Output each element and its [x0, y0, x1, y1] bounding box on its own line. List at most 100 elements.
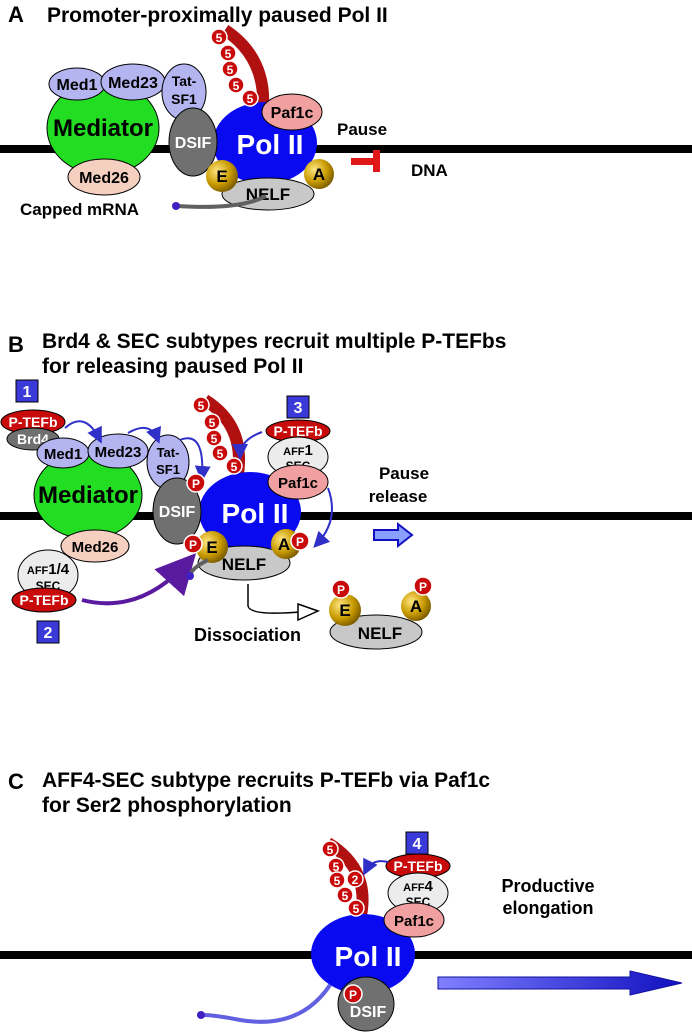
- svg-text:5: 5: [198, 399, 205, 413]
- svg-text:3: 3: [294, 400, 303, 417]
- ser-badges-c: 5 5 5 2 5 5: [321, 840, 365, 917]
- svg-text:5: 5: [334, 874, 341, 888]
- dsif-a: [168, 107, 218, 177]
- svg-text:5: 5: [342, 889, 349, 903]
- svg-text:5: 5: [247, 92, 254, 106]
- svg-text:5: 5: [217, 447, 224, 461]
- arrow-ptefb-to-ser5: [81, 553, 197, 606]
- mrna-cap-c: [197, 1011, 205, 1019]
- panel-c-title-2: for Ser2 phosphorylation: [42, 794, 292, 817]
- med26-a: [67, 158, 141, 196]
- dsif-b: [152, 477, 202, 545]
- mediator-label-a: Mediator: [53, 115, 153, 142]
- dna-line-b: [0, 512, 692, 520]
- svg-text:5: 5: [227, 63, 234, 77]
- productive-label-1: Productive: [501, 876, 594, 896]
- med23-b: [87, 433, 149, 469]
- svg-text:5: 5: [353, 902, 360, 916]
- svg-text:NELF: NELF: [222, 555, 266, 574]
- phospho-e-b: [183, 534, 203, 554]
- phospho-a-dissociated: [413, 576, 433, 596]
- phospho-dsif-c: [343, 984, 363, 1004]
- svg-text:Paf1c: Paf1c: [394, 913, 434, 930]
- dissociation-arrow-line: [247, 584, 301, 614]
- svg-text:P-TEFb: P-TEFb: [20, 592, 69, 608]
- arrow-ptefb-ser5-b: [232, 431, 263, 460]
- svg-text:2: 2: [44, 625, 53, 642]
- svg-text:2: 2: [352, 873, 359, 887]
- svg-text:AFF1: AFF1: [283, 442, 313, 459]
- svg-text:Tat-: Tat-: [157, 445, 180, 460]
- svg-text:5: 5: [209, 416, 216, 430]
- arrow-ptefb-ser2-c: [363, 857, 389, 876]
- med26-b: [60, 529, 130, 563]
- svg-text:1: 1: [23, 384, 32, 401]
- svg-text:E: E: [206, 538, 217, 557]
- svg-text:DSIF: DSIF: [159, 504, 196, 521]
- svg-text:5: 5: [233, 79, 240, 93]
- svg-text:5: 5: [211, 432, 218, 446]
- ser5-badge: [241, 89, 259, 107]
- svg-text:AFF4: AFF4: [403, 878, 433, 895]
- dsif-label-a: DSIF: [175, 135, 212, 152]
- panel-b-title-1: Brd4 & SEC subtypes recruit multiple P-T…: [42, 330, 506, 353]
- phospho-a-b: [290, 531, 310, 551]
- step-box-3: [286, 395, 310, 419]
- svg-text:DSIF: DSIF: [350, 1004, 387, 1021]
- pause-release-label-2: release: [369, 487, 428, 506]
- panel-c-letter: C: [8, 769, 24, 794]
- svg-text:5: 5: [216, 31, 223, 45]
- svg-text:P: P: [349, 988, 357, 1002]
- pol2-label-a: Pol II: [237, 129, 304, 160]
- pol2-c: [311, 914, 415, 994]
- svg-text:A: A: [278, 535, 290, 554]
- ser5-badges-b: 5 5 5 5 5: [192, 396, 243, 475]
- svg-text:P: P: [296, 535, 304, 549]
- pause-release-label-1: Pause: [379, 464, 429, 483]
- paf1c-label-a: Paf1c: [271, 105, 314, 122]
- nelf-a-subunit-a: [304, 159, 334, 189]
- svg-text:P: P: [419, 580, 427, 594]
- panel-c: C AFF4-SEC subtype recruits P-TEFb via P…: [0, 769, 692, 1032]
- svg-text:Pol II: Pol II: [335, 941, 402, 972]
- panel-b-title-2: for releasing paused Pol II: [42, 355, 303, 378]
- dissociation-arrow-head-icon: [297, 602, 321, 622]
- svg-text:P: P: [189, 538, 197, 552]
- svg-text:P: P: [337, 583, 345, 597]
- panel-b-letter: B: [8, 332, 24, 357]
- svg-text:Paf1c: Paf1c: [278, 475, 318, 492]
- paf1c-b: [267, 464, 329, 500]
- tatsf1-label1-a: Tat-: [172, 73, 197, 89]
- paf1c-c: [383, 902, 445, 938]
- svg-text:5: 5: [333, 860, 340, 874]
- svg-text:A: A: [410, 597, 422, 616]
- mrna-c: [202, 983, 332, 1024]
- productive-label-2: elongation: [503, 898, 594, 918]
- capped-mrna-label: Capped mRNA: [20, 200, 139, 219]
- med1-label-a: Med1: [57, 77, 98, 94]
- panel-a-title: Promoter-proximally paused Pol II: [47, 4, 388, 27]
- nelf-e-a: [206, 160, 238, 192]
- nelf-e-label-a: E: [216, 167, 227, 186]
- pause-release-arrow-icon: [373, 521, 414, 549]
- svg-text:5: 5: [231, 460, 238, 474]
- step-box-1: [15, 379, 39, 403]
- nelf-e-dissociated: [329, 594, 361, 626]
- svg-text:5: 5: [327, 843, 334, 857]
- ser5-badges-a: 5 5 5 5 5: [210, 28, 259, 107]
- panel-b: B Brd4 & SEC subtypes recruit multiple P…: [0, 330, 692, 650]
- dissociation-label: Dissociation: [194, 625, 301, 645]
- med23-label-a: Med23: [108, 75, 158, 92]
- svg-text:SF1: SF1: [156, 462, 180, 477]
- panel-a-letter: A: [8, 2, 24, 27]
- mrna-cap-a: [172, 202, 180, 210]
- svg-text:Pol II: Pol II: [222, 498, 289, 529]
- svg-text:Brd4: Brd4: [17, 431, 49, 447]
- mrna-cap-b: [186, 572, 194, 580]
- dna-line-a: [0, 145, 692, 153]
- phospho-e-dissociated: [331, 579, 351, 599]
- nelf-a-label-a: A: [313, 165, 325, 184]
- svg-text:P: P: [192, 477, 200, 491]
- svg-text:Med26: Med26: [72, 539, 119, 556]
